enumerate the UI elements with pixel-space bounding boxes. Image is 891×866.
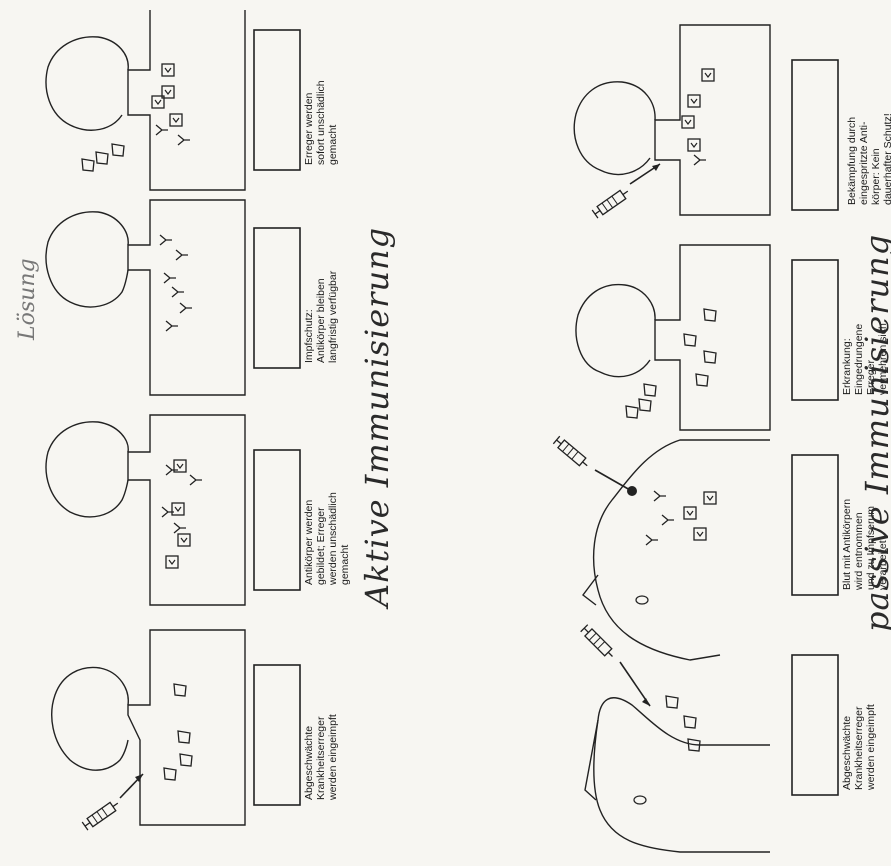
passive-panel-2 (552, 435, 839, 661)
active-panel-3-label-box (253, 227, 301, 369)
active-panel-2-label: Antikörper werden gebildet; Erreger werd… (303, 492, 351, 585)
passive-panel-1 (580, 624, 839, 853)
passive-immunization-title: passive Immunisierung (858, 233, 891, 632)
active-panel-3 (45, 199, 301, 396)
syringe-icon (580, 624, 617, 661)
active-panel-4-label: Erreger werden sofort unschädlich gemach… (303, 80, 339, 165)
passive-panel-4 (573, 24, 839, 219)
active-panel-1 (51, 629, 301, 831)
passive-panel-2-label-box (791, 454, 839, 596)
passive-panel-1-label: Abgeschwächte Krankheitserreger werden e… (841, 704, 877, 790)
syringe-icon (552, 435, 592, 471)
active-panel-1-label-box (253, 664, 301, 806)
active-panel-3-label: Impfschutz: Antikörper bleiben langfrist… (303, 270, 339, 363)
active-panel-2 (45, 414, 301, 606)
active-panel-4-label-box (253, 29, 301, 171)
syringe-icon (591, 186, 632, 219)
passive-panel-4-label: Bekämpfung durch eingespritzte Anti- kör… (846, 113, 891, 205)
passive-panel-4-label-box (791, 59, 839, 211)
active-panel-4 (45, 10, 301, 191)
syringe-icon (81, 798, 122, 831)
active-immunization-title: Aktive Immunisierung (358, 226, 396, 607)
handwritten-solution-note: Lösung (15, 258, 40, 340)
active-panel-1-label: Abgeschwächte Krankheitserreger werden e… (303, 714, 339, 800)
passive-panel-1-label-box (791, 654, 839, 796)
active-panel-2-label-box (253, 449, 301, 591)
passive-panel-3-label-box (791, 259, 839, 401)
passive-panel-3 (575, 244, 839, 431)
